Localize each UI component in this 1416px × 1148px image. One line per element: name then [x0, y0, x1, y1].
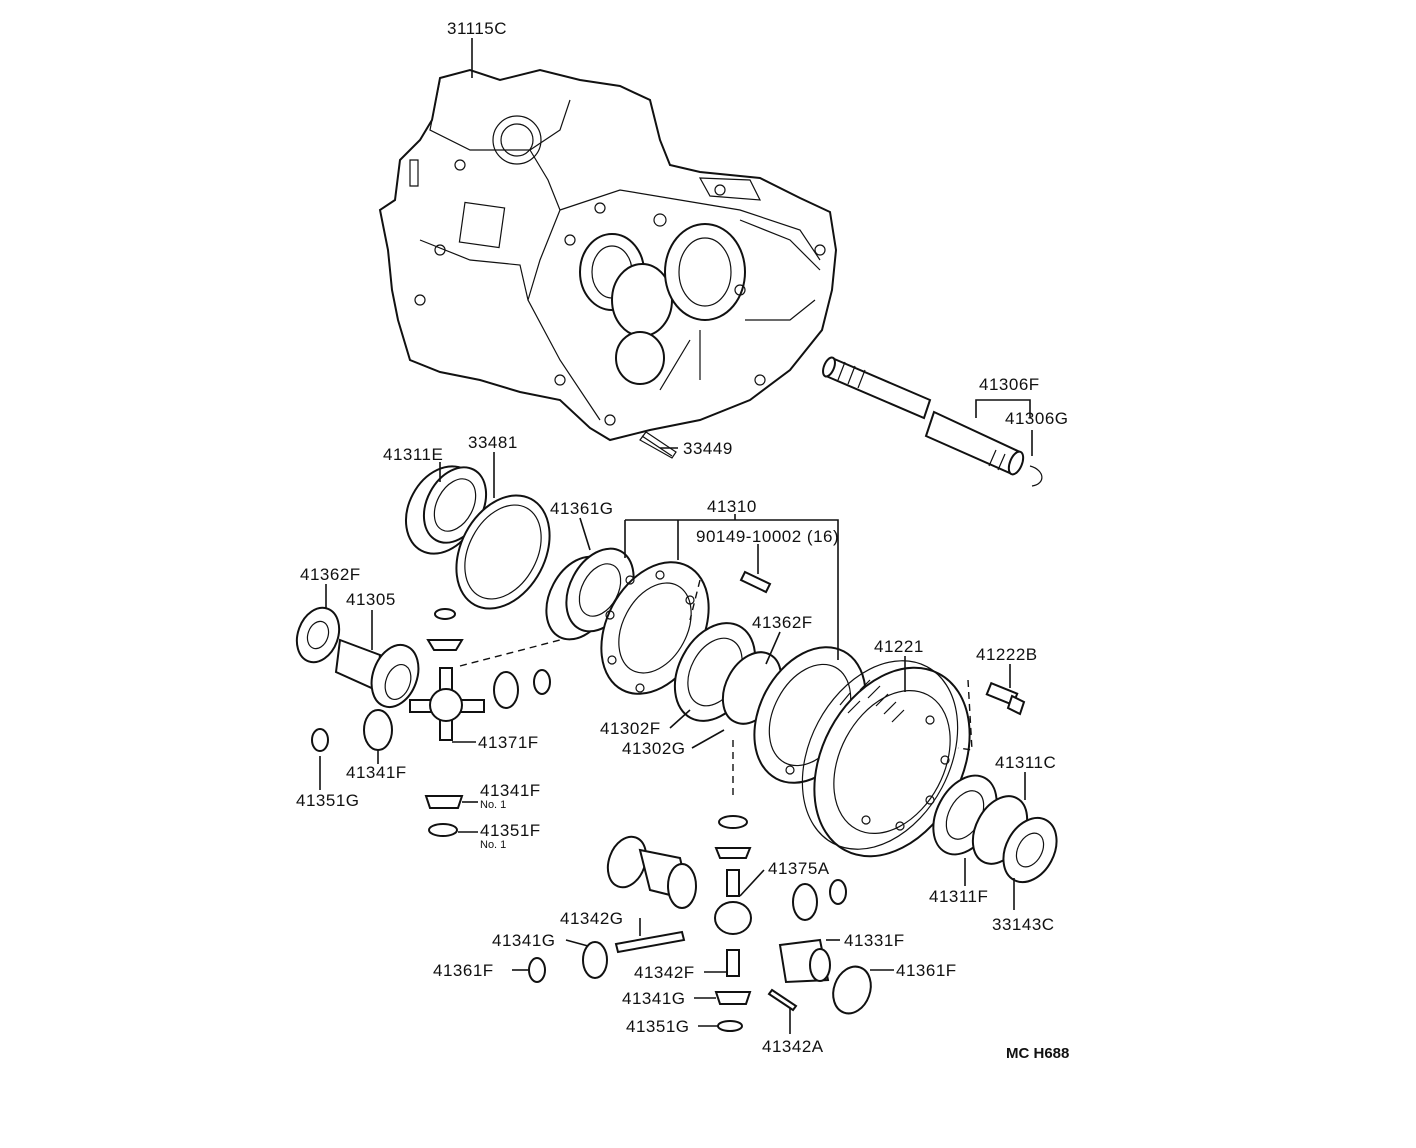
label-41221: 41221 — [874, 637, 924, 656]
washer-icon — [295, 606, 341, 664]
differential-case-icon — [600, 561, 783, 725]
label-31115C: 31115C — [447, 19, 507, 38]
label-41342G: 41342G — [560, 909, 624, 928]
transaxle-housing-icon — [378, 68, 838, 442]
clip-icon — [639, 431, 677, 459]
label-41341G-left: 41341G — [492, 931, 556, 950]
label-41341G-bottom: 41341G — [622, 989, 686, 1008]
label-41311E: 41311E — [383, 445, 443, 464]
label-41342A: 41342A — [762, 1037, 824, 1056]
pinion-shaft-icon — [409, 667, 485, 741]
bevel-gear-icon — [311, 608, 551, 837]
leader-lines — [319, 38, 1033, 1034]
label-41341F-no1: 41341F — [480, 781, 541, 800]
oil-seal-icon — [455, 494, 551, 610]
label-41311C: 41311C — [995, 753, 1056, 772]
label-41341F: 41341F — [346, 763, 407, 782]
diagram-code: MC H688 — [1006, 1045, 1069, 1062]
label-41302G: 41302G — [622, 739, 686, 758]
label-41375A: 41375A — [768, 859, 830, 878]
label-41311F: 41311F — [929, 887, 988, 906]
label-33143C: 33143C — [992, 915, 1055, 934]
label-41361G: 41361G — [550, 499, 614, 518]
bevel-gear-icon — [334, 638, 420, 708]
bevel-gear-icon — [528, 815, 872, 1032]
label-41222B: 41222B — [976, 645, 1038, 664]
label-41341F-no1-sub: No. 1 — [480, 799, 506, 811]
bearing-icon — [932, 774, 1058, 884]
label-41371F: 41371F — [478, 733, 539, 752]
bolt-icon — [739, 570, 1026, 716]
label-41331F: 41331F — [844, 931, 905, 950]
label-41361F-right: 41361F — [896, 961, 957, 980]
label-41306F: 41306F — [979, 375, 1040, 394]
label-41351G-bottom: 41351G — [626, 1017, 690, 1036]
label-41361F-left: 41361F — [433, 961, 494, 980]
label-41362F-left: 41362F — [300, 565, 361, 584]
label-41302F: 41302F — [600, 719, 661, 738]
label-41362F-right: 41362F — [752, 613, 813, 632]
label-33449: 33449 — [683, 439, 733, 458]
label-90149-10002: 90149-10002 (16) — [696, 527, 839, 546]
label-41351F-no1-sub: No. 1 — [480, 839, 506, 851]
label-33481: 33481 — [468, 433, 518, 452]
label-41351F-no1: 41351F — [480, 821, 541, 840]
label-41310: 41310 — [707, 497, 757, 516]
label-41306G: 41306G — [1005, 409, 1069, 428]
label-41342F: 41342F — [634, 963, 695, 982]
ring-gear-icon — [753, 646, 971, 858]
drive-shaft-icon — [822, 356, 1043, 487]
label-41305: 41305 — [346, 590, 396, 609]
label-41351G-left: 41351G — [296, 791, 360, 810]
